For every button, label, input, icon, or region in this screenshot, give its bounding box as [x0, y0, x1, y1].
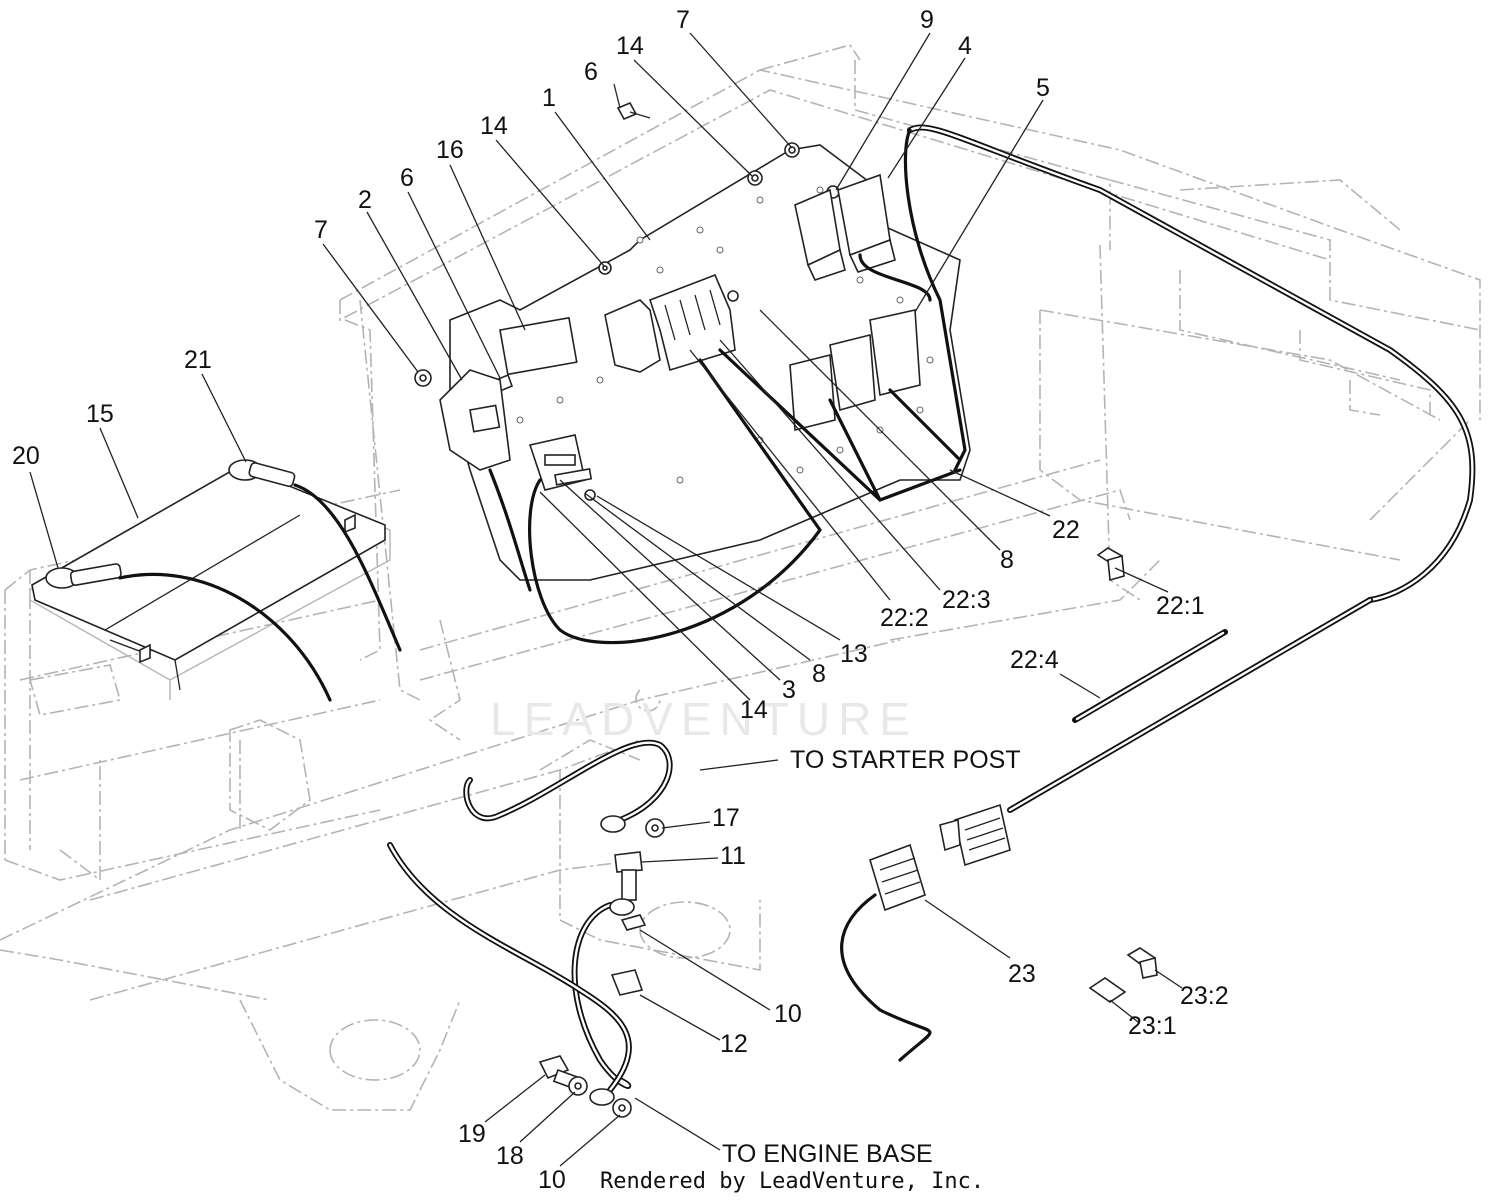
fastener-8-low	[584, 489, 596, 501]
callout-7-left: 7	[314, 216, 328, 244]
main-harness	[488, 124, 1476, 813]
washer-18	[568, 1076, 588, 1096]
fuse-23-2	[1126, 947, 1158, 979]
fastener-8-mid	[727, 290, 739, 302]
callout-6-left: 6	[400, 164, 414, 192]
callout-15: 15	[86, 400, 114, 428]
fuse-block	[604, 273, 736, 373]
relay-upper-left	[794, 188, 846, 281]
bolt-11	[614, 851, 643, 901]
callout-9: 9	[920, 6, 934, 34]
callout-2: 2	[358, 186, 372, 214]
callout-12: 12	[720, 1030, 748, 1058]
conduit-22-4	[1072, 629, 1228, 723]
chassis-outline	[0, 44, 1481, 1111]
callout-1: 1	[542, 84, 556, 112]
battery	[29, 465, 391, 700]
callout-14-top: 14	[616, 32, 644, 60]
callout-16: 16	[436, 136, 464, 164]
callout-11: 11	[720, 842, 746, 870]
callout-4: 4	[958, 32, 972, 60]
callout-22-4: 22:4	[1010, 646, 1059, 674]
callout-3: 3	[782, 676, 796, 704]
bolt-6-top	[616, 101, 651, 121]
callout-10-mid: 10	[774, 1000, 802, 1028]
fuse-23-1	[1088, 977, 1127, 1003]
callout-6-top: 6	[584, 58, 598, 86]
terminal-strip	[528, 434, 593, 491]
ground-cable	[387, 842, 647, 1118]
callout-17: 17	[712, 804, 740, 832]
callout-22-1: 22:1	[1156, 592, 1205, 620]
note-starter-post: TO STARTER POST	[790, 746, 1021, 774]
callout-22-3: 22:3	[942, 586, 991, 614]
fastener-14-mid	[598, 261, 612, 275]
note-engine-base: TO ENGINE BASE	[722, 1140, 933, 1168]
watermark: LEADVENTURE	[490, 693, 918, 745]
callout-13: 13	[840, 640, 868, 668]
starter-cable	[463, 739, 673, 838]
callout-22-2: 22:2	[880, 604, 929, 632]
callout-18: 18	[496, 1142, 524, 1170]
callout-7-top: 7	[676, 6, 690, 34]
callout-20: 20	[12, 442, 40, 470]
battery-terminal-positive	[228, 459, 296, 488]
callout-22: 22	[1052, 516, 1080, 544]
callout-14-mid: 14	[480, 112, 508, 140]
fastener-14-top	[747, 170, 763, 186]
fastener-7-left	[414, 369, 432, 387]
relay-upper-right	[837, 173, 896, 273]
callout-23: 23	[1008, 960, 1036, 988]
render-credit: Rendered by LeadVenture, Inc.	[600, 1169, 984, 1194]
callout-10-low: 10	[538, 1166, 566, 1194]
relay-mid	[869, 309, 921, 396]
relay-low	[789, 353, 836, 432]
callout-21: 21	[184, 346, 212, 374]
battery-positive-cable	[293, 483, 402, 652]
callout-19: 19	[458, 1120, 486, 1148]
battery-negative-cable	[118, 572, 332, 702]
callout-8-low: 8	[812, 660, 826, 688]
callout-14-low: 14	[740, 696, 768, 724]
controller-module	[439, 369, 511, 471]
connector-23	[840, 803, 1011, 1062]
leader-lines	[29, 32, 1183, 1167]
callout-8-right: 8	[1000, 546, 1014, 574]
callout-labels: 7 14 6 9 4 5 1 14 16 6 2 7 21 15 20 22 8…	[12, 6, 1229, 1194]
battery-terminal-negative	[45, 563, 122, 589]
callout-23-1: 23:1	[1128, 1012, 1177, 1040]
plate-holes	[516, 186, 934, 484]
callout-23-2: 23:2	[1180, 982, 1229, 1010]
label-plate	[499, 316, 578, 376]
callout-5: 5	[1036, 74, 1050, 102]
fastener-7-top	[784, 142, 800, 158]
connector-22-1	[1096, 547, 1125, 582]
